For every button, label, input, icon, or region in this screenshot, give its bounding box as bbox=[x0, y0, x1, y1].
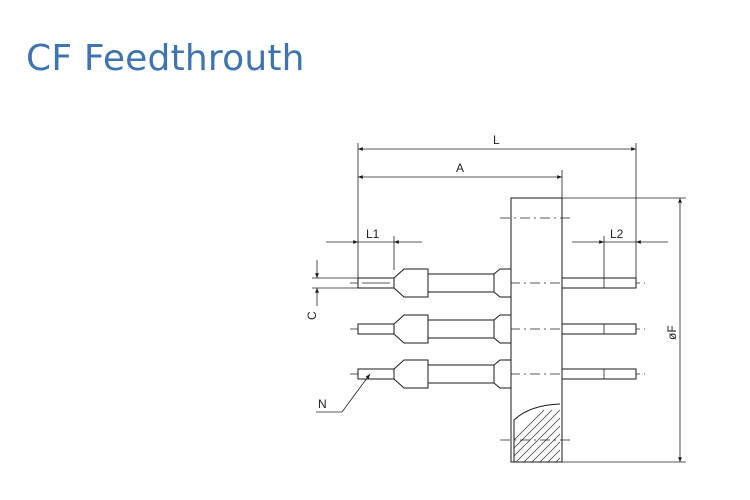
label-F: øF bbox=[665, 325, 679, 340]
dimension-L2: L2 bbox=[572, 227, 668, 278]
dimension-L: L bbox=[357, 133, 637, 278]
label-L: L bbox=[493, 133, 500, 147]
dimension-C: C bbox=[305, 260, 358, 320]
dimension-A: A bbox=[358, 161, 563, 198]
pin-bottom bbox=[350, 359, 645, 389]
label-L1: L1 bbox=[366, 227, 380, 241]
pin-middle bbox=[350, 314, 645, 344]
label-N: N bbox=[318, 397, 327, 411]
leader-N: N bbox=[316, 373, 371, 413]
dimension-L1: L1 bbox=[326, 227, 422, 270]
page-title: CF Feedthrouth bbox=[26, 38, 305, 79]
pin-top bbox=[350, 268, 645, 298]
dimension-F: øF bbox=[562, 197, 686, 463]
label-A: A bbox=[456, 161, 464, 175]
label-C: C bbox=[305, 311, 319, 320]
label-L2: L2 bbox=[610, 227, 624, 241]
